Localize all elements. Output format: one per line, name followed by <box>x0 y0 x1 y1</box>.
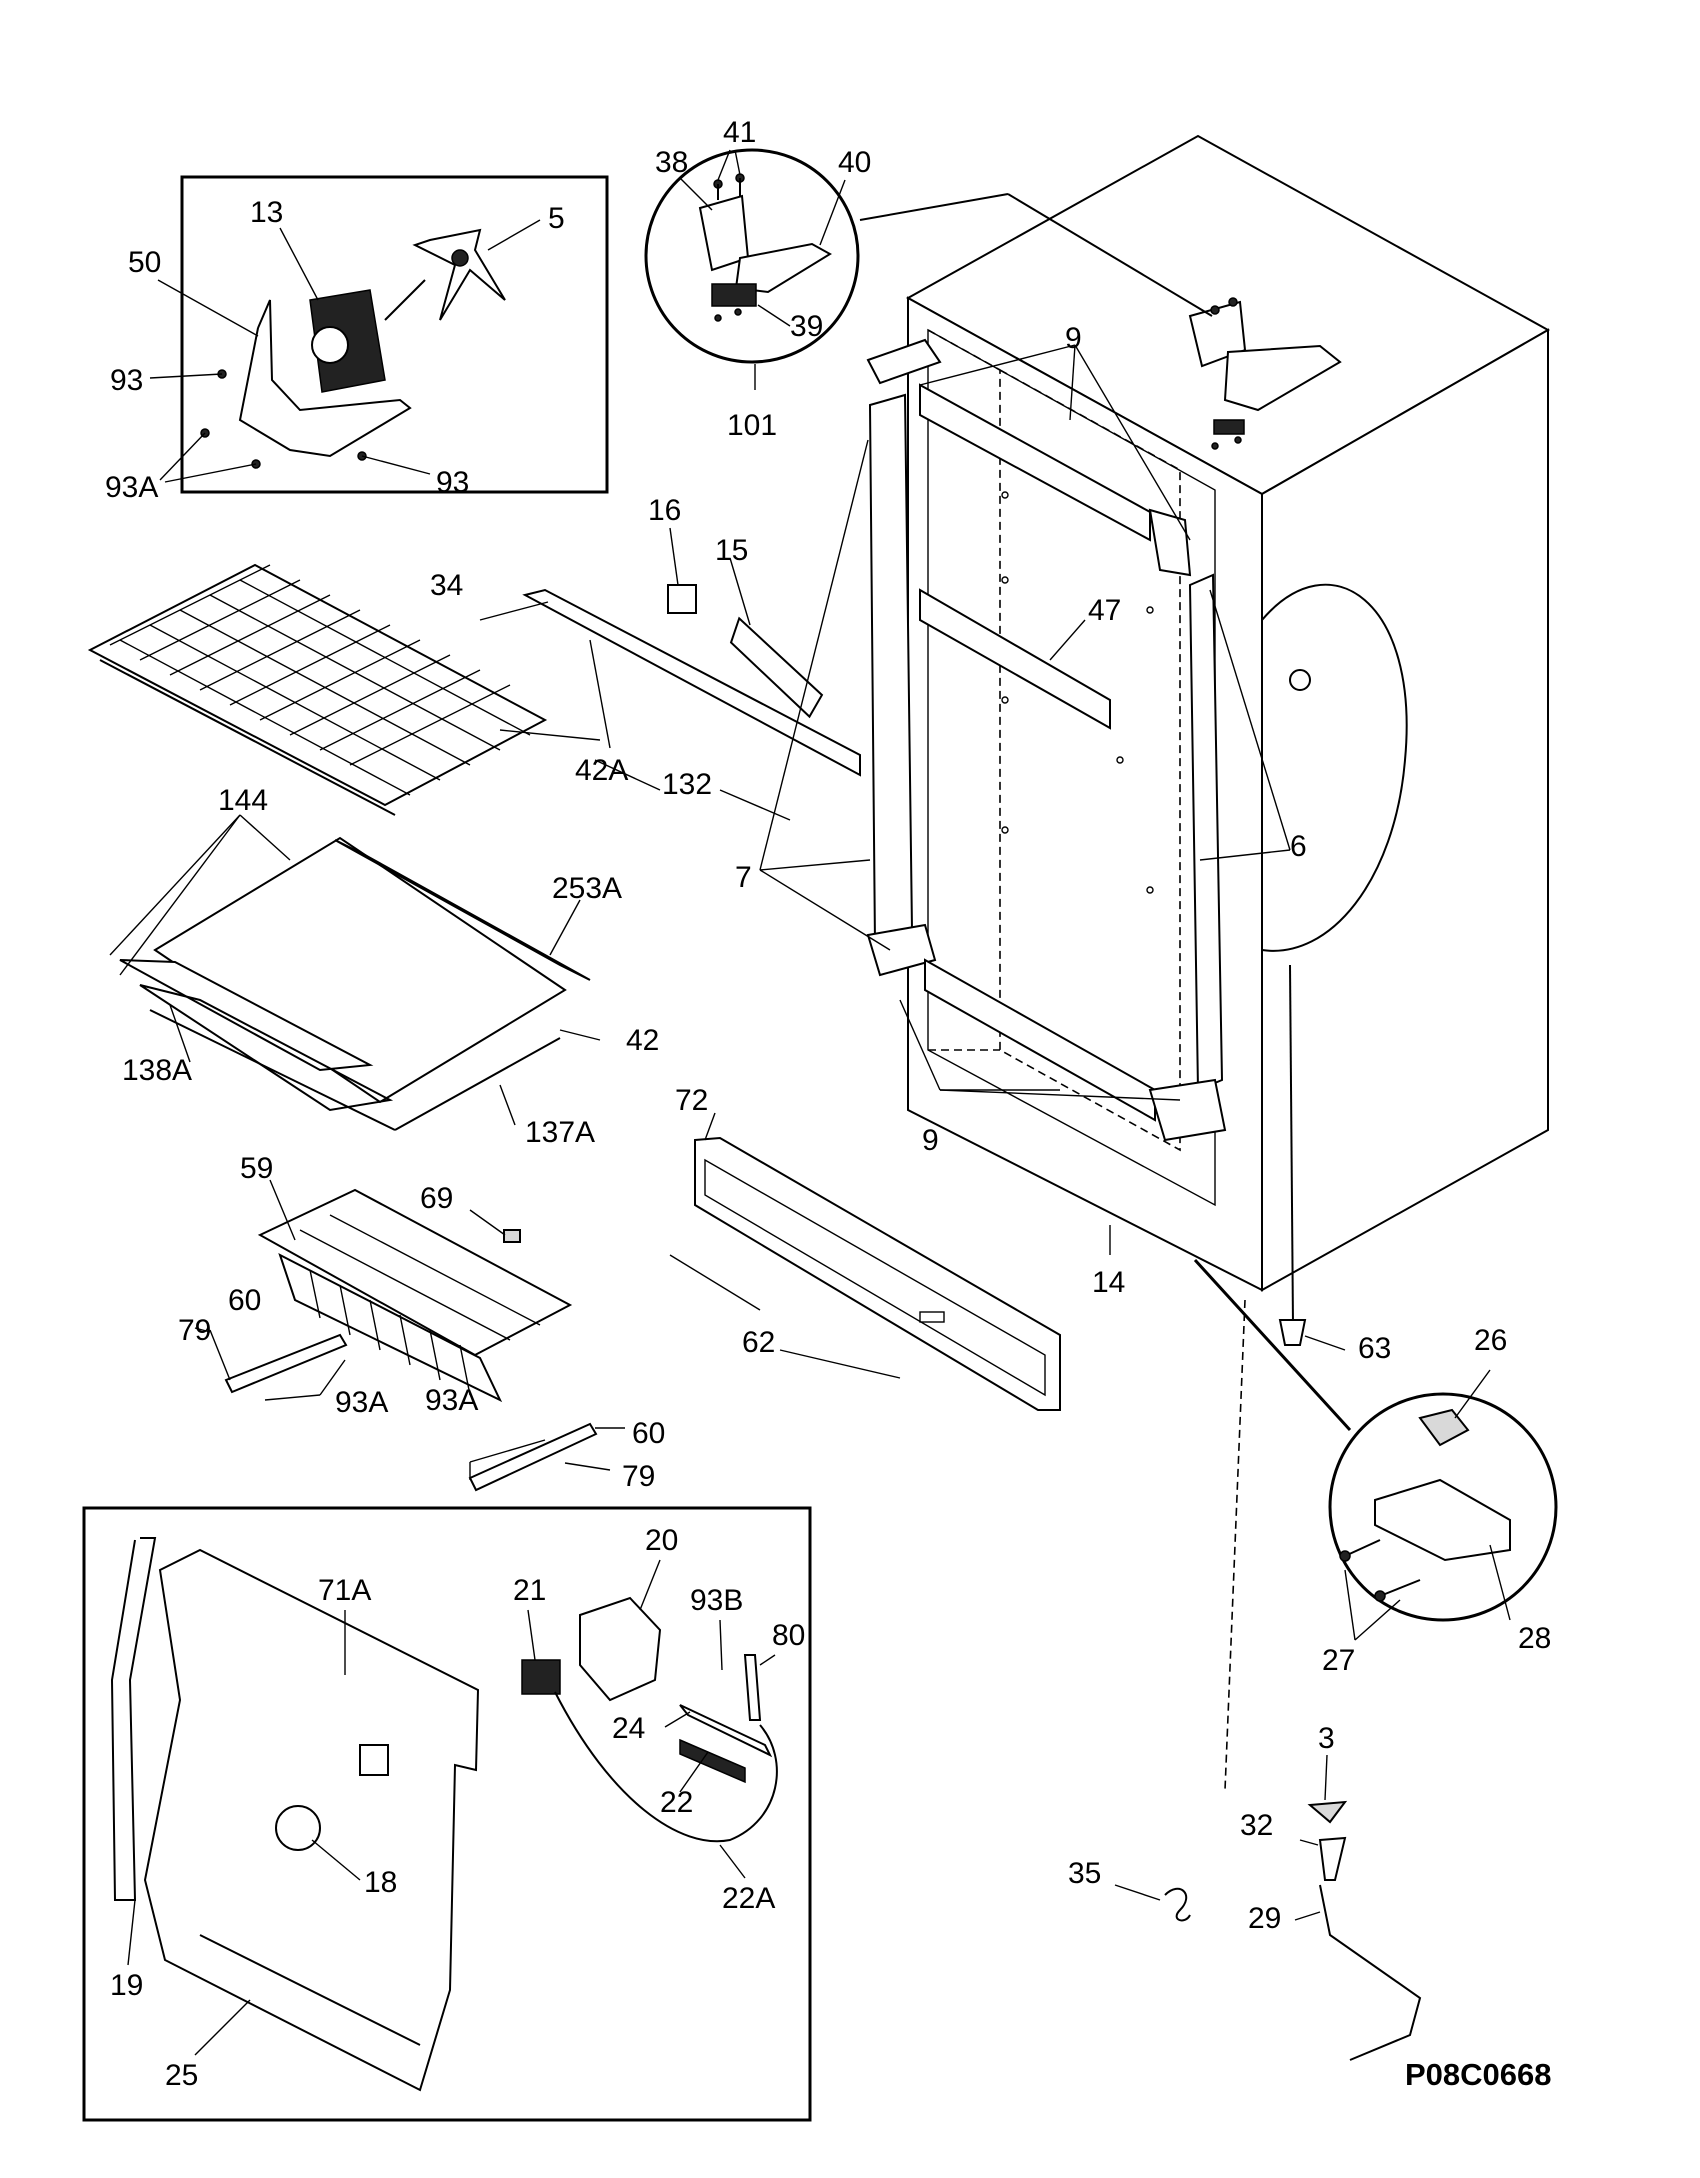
callout-39: 39 <box>790 310 823 343</box>
callout-79-left: 79 <box>178 1314 211 1347</box>
wire-shelf <box>87 563 548 816</box>
callout-72: 72 <box>675 1084 708 1117</box>
front-trim-72 <box>694 1136 1061 1411</box>
leveler-detail-circle <box>1193 1258 1558 1791</box>
callout-93A-right: 93A <box>425 1384 478 1417</box>
callout-42A: 42A <box>575 754 628 787</box>
callout-7: 7 <box>735 861 752 894</box>
callout-13: 13 <box>250 196 283 229</box>
callout-21: 21 <box>513 1574 546 1607</box>
callout-253A: 253A <box>552 872 622 905</box>
callout-47: 47 <box>1088 594 1121 627</box>
callout-69: 69 <box>420 1182 453 1215</box>
callout-3: 3 <box>1318 1722 1335 1755</box>
clip-35 <box>1164 1887 1191 1922</box>
leg-29 <box>1278 964 1422 2061</box>
callout-27: 27 <box>1322 1644 1355 1677</box>
diagram-code: P08C0668 <box>1405 2057 1552 2092</box>
callout-5: 5 <box>548 202 565 235</box>
callout-93A-top: 93A <box>105 471 158 504</box>
callout-25: 25 <box>165 2059 198 2092</box>
callout-101: 101 <box>727 409 777 442</box>
callout-34: 34 <box>430 569 463 602</box>
callout-38: 38 <box>655 146 688 179</box>
callout-22: 22 <box>660 1786 693 1819</box>
callout-18: 18 <box>364 1866 397 1899</box>
fan-motor-box <box>180 175 609 494</box>
freezer-cabinet <box>905 134 1551 1292</box>
callout-9-bottom: 9 <box>922 1124 939 1157</box>
callout-19: 19 <box>110 1969 143 2002</box>
callout-32: 32 <box>1240 1809 1273 1842</box>
glass-shelf <box>119 836 591 1131</box>
callout-62: 62 <box>742 1326 775 1359</box>
callout-138A: 138A <box>122 1054 192 1087</box>
callout-93-left: 93 <box>110 364 143 397</box>
callout-24: 24 <box>612 1712 645 1745</box>
callout-132: 132 <box>662 768 712 801</box>
wire-basket <box>224 1188 598 1492</box>
lower-panel-box <box>82 1506 812 2122</box>
callout-80: 80 <box>772 1619 805 1652</box>
callout-50: 50 <box>128 246 161 279</box>
callout-labels: 41 38 40 39 101 13 5 50 93 93A 93 9 16 1… <box>105 116 1552 2092</box>
callout-93-right: 93 <box>436 466 469 499</box>
callout-144: 144 <box>218 784 268 817</box>
callout-71A: 71A <box>318 1574 371 1607</box>
callout-15: 15 <box>715 534 748 567</box>
callout-93A-left: 93A <box>335 1386 388 1419</box>
evap-parts <box>522 584 861 777</box>
leader-lines <box>109 149 1511 2056</box>
callout-6: 6 <box>1290 830 1307 863</box>
callout-63: 63 <box>1358 1332 1391 1365</box>
callout-60-left: 60 <box>228 1284 261 1317</box>
callout-29: 29 <box>1248 1902 1281 1935</box>
callout-41: 41 <box>723 116 756 149</box>
callout-22A: 22A <box>722 1882 775 1915</box>
breaker-strips <box>866 338 1227 1142</box>
callout-40: 40 <box>838 146 871 179</box>
callout-26: 26 <box>1474 1324 1507 1357</box>
callout-93B: 93B <box>690 1584 743 1617</box>
callout-14: 14 <box>1092 1266 1125 1299</box>
callout-59: 59 <box>240 1152 273 1185</box>
hinge-detail-circle <box>644 148 1213 364</box>
callout-16: 16 <box>648 494 681 527</box>
callout-79-right: 79 <box>622 1460 655 1493</box>
callout-35: 35 <box>1068 1857 1101 1890</box>
callout-60-right: 60 <box>632 1417 665 1450</box>
callout-9-top: 9 <box>1065 322 1082 355</box>
callout-137A: 137A <box>525 1116 595 1149</box>
callout-28: 28 <box>1518 1622 1551 1655</box>
callout-42: 42 <box>626 1024 659 1057</box>
callout-20: 20 <box>645 1524 678 1557</box>
